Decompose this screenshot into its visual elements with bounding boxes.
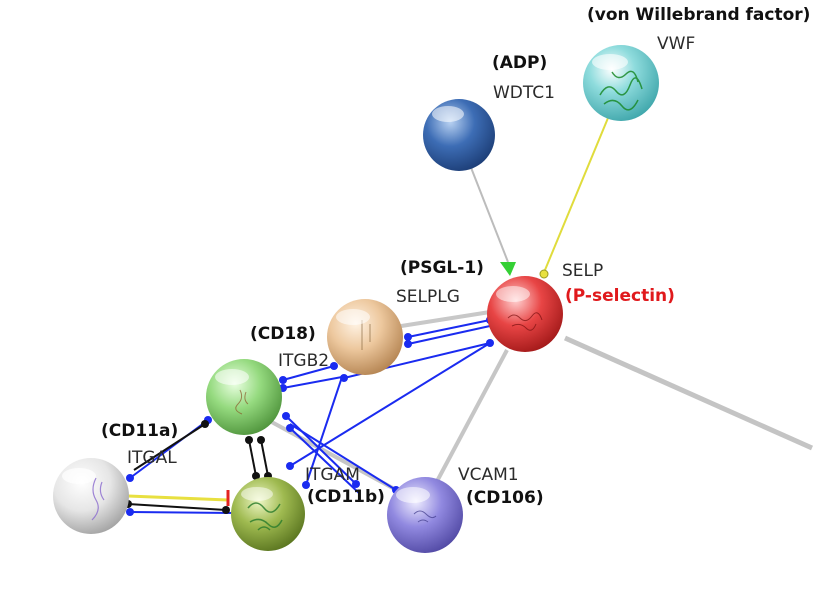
- edge-wdtc1-selp: [469, 164, 509, 263]
- edge-itgal-itgam-yellow: [127, 494, 229, 502]
- protein-structure-icon: [599, 70, 643, 111]
- label-wdtc1: WDTC1: [493, 83, 555, 103]
- node-itgal[interactable]: [53, 458, 129, 534]
- edge-vwf-selp: [544, 117, 609, 271]
- label-itgb2: ITGB2: [278, 351, 329, 371]
- edge-itgal-itgam-black: [127, 503, 227, 511]
- label-itgal: ITGAL: [127, 448, 177, 468]
- edge-itgb2-selplg-2: [282, 376, 343, 389]
- edge-itgal-itgb2-black: [133, 423, 206, 471]
- edges: [124, 117, 814, 516]
- protein-structure-icon: [507, 312, 543, 331]
- node-selplg[interactable]: [327, 299, 403, 375]
- edge-selplg-selp: [394, 310, 491, 329]
- alias-itgal: (CD11a): [101, 421, 178, 441]
- protein-structure-icon: [247, 502, 283, 531]
- edge-itgb2-itgam-1: [285, 415, 357, 485]
- edge-itgb2-selplg-1: [282, 365, 335, 381]
- protein-structure-icon: [91, 477, 105, 521]
- label-vwf: VWF: [657, 34, 695, 54]
- alias-vwf: (von Willebrand factor): [587, 5, 810, 25]
- alias-wdtc1: (ADP): [492, 53, 547, 73]
- edge-arrowhead-green: [500, 262, 516, 276]
- edge-itgb2-vcam1-blue: [289, 423, 397, 491]
- protein-structure-icon: [235, 389, 249, 415]
- node-vcam1[interactable]: [387, 477, 463, 553]
- edge-end-yellow: [539, 269, 549, 279]
- edge-selp-vcam1: [433, 349, 509, 486]
- node-itgam[interactable]: [231, 477, 305, 551]
- alias-itgb2: (CD18): [250, 324, 316, 344]
- alias-vcam1: (CD106): [466, 488, 544, 508]
- protein-structure-icon: [413, 510, 437, 523]
- edge-endpoints-blue: [126, 316, 494, 516]
- label-itgam: ITGAM: [305, 465, 360, 485]
- edge-selplg-selp-blue-2: [407, 325, 491, 345]
- node-itgb2[interactable]: [206, 359, 282, 435]
- node-vwf[interactable]: [583, 45, 659, 121]
- edge-selplg-selp-blue-1: [407, 319, 491, 338]
- label-vcam1: VCAM1: [458, 465, 519, 485]
- label-selplg: SELPLG: [396, 287, 460, 307]
- edge-itgb2-itgam-black-1: [248, 439, 257, 477]
- alias-selplg: (PSGL-1): [400, 258, 484, 278]
- edge-itgb2-itgam-2: [289, 427, 361, 495]
- protein-structure-icon: [361, 320, 371, 350]
- edge-itgb2-itgam-black-2: [260, 439, 269, 477]
- edge-itgal-itgam: [129, 511, 235, 514]
- label-selp: SELP: [562, 261, 603, 281]
- edge-itgam-selplg: [305, 376, 343, 486]
- edge-selp-offscreen: [563, 335, 814, 451]
- alias-itgam: (CD11b): [307, 487, 385, 507]
- alias-selp: (P-selectin): [565, 286, 675, 306]
- node-wdtc1[interactable]: [423, 99, 495, 171]
- node-selp[interactable]: [487, 276, 563, 352]
- edge-itgam-selp: [289, 342, 491, 467]
